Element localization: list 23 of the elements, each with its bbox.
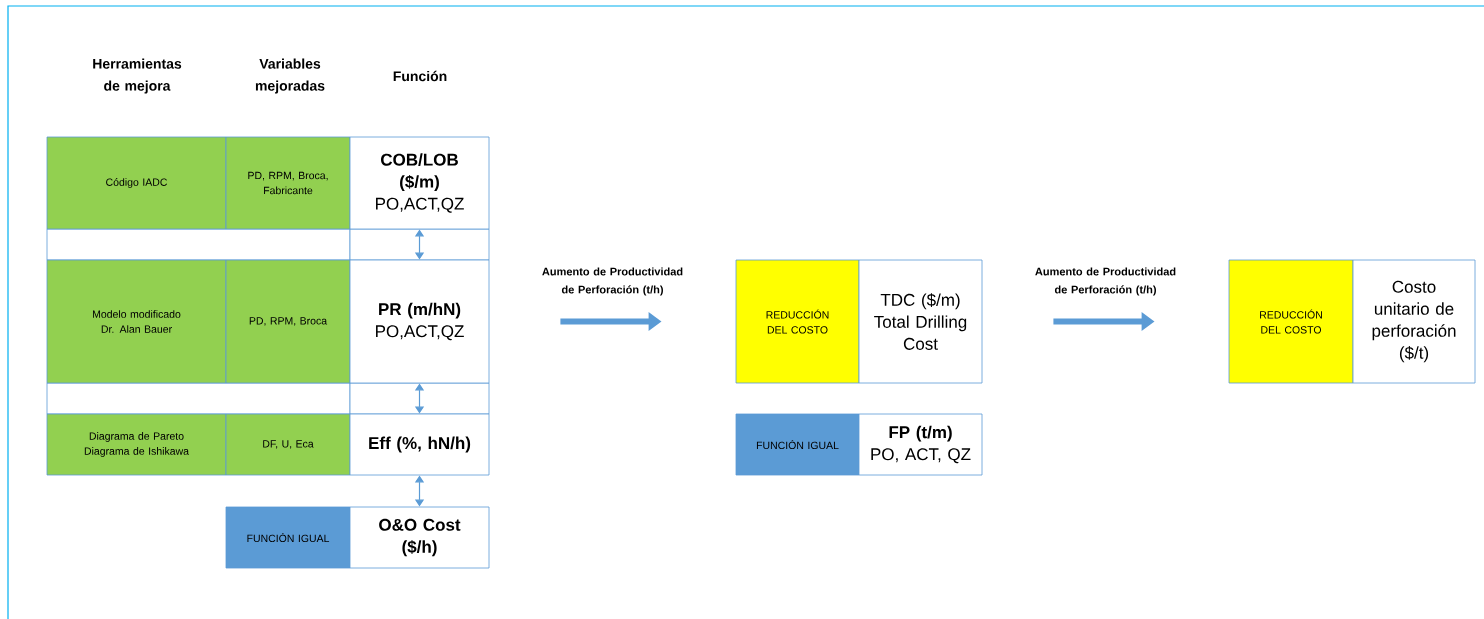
result-box: Costo unitario de perforación ($/t)	[1352, 259, 1476, 384]
function-cell: Eff (%, hN/h)	[349, 413, 490, 476]
variable-cell: PD, RPM, Broca, Fabricante	[225, 136, 351, 230]
tool-cell: Código IADC	[46, 136, 227, 230]
result-box: FP (t/m) PO, ACT, QZ	[858, 413, 983, 476]
category-box: FUNCIÓN IGUAL	[735, 413, 860, 476]
edge-label: Aumento de Productividad de Perforación (t/h)	[1035, 267, 1176, 296]
column-header: Función	[393, 70, 447, 82]
function-cell: O&O Cost ($/h)	[349, 506, 490, 569]
result-box: TDC ($/m) Total Drilling Cost	[858, 259, 983, 384]
arrow	[414, 383, 425, 414]
column-header: Variables mejoradas	[255, 58, 325, 94]
edge-label: Aumento de Productividad de Perforación (t/h)	[542, 267, 683, 296]
category-box: REDUCCIÓN DEL COSTO	[735, 259, 860, 384]
variable-cell: DF, U, Eca	[225, 413, 351, 476]
arrow	[414, 229, 425, 260]
category-box: FUNCIÓN IGUAL	[225, 506, 351, 569]
column-header: Herramientas de mejora	[93, 58, 182, 94]
arrow	[414, 475, 425, 507]
tool-cell: Diagrama de Pareto Diagrama de Ishikawa	[46, 413, 227, 476]
category-box: REDUCCIÓN DEL COSTO	[1228, 259, 1354, 384]
tool-cell: Modelo modificado Dr. Alan Bauer	[46, 259, 227, 384]
variable-cell: PD, RPM, Broca	[225, 259, 351, 384]
